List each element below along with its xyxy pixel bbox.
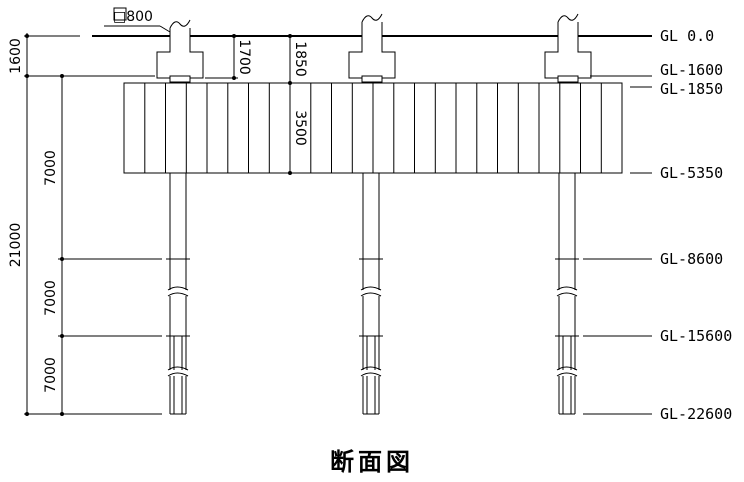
dim-slab-thickness: 3500 [292, 110, 308, 146]
dim-slab-top-depth: 1850 [292, 41, 308, 77]
dim-left-seg3: 7000 [43, 357, 59, 393]
level-label-gl22600: GL-22600 [660, 405, 732, 423]
level-label-gl1850: GL-1850 [660, 80, 723, 98]
level-label-gl1600: GL-1600 [660, 61, 723, 79]
dim-footing-depth: 1700 [236, 39, 252, 75]
pile-right [555, 173, 579, 415]
drawing-title: 断面図 [330, 448, 414, 476]
dim-left-seg2: 7000 [43, 280, 59, 316]
pile-left [166, 173, 190, 415]
inner-dimension-lines [205, 34, 292, 175]
level-label-gl5350: GL-5350 [660, 164, 723, 182]
dim-left-seg1: 7000 [43, 150, 59, 186]
level-label-gl8600: GL-8600 [660, 250, 723, 268]
level-label-gl0: GL 0.0 [660, 27, 714, 45]
column-middle [348, 13, 396, 83]
column-size-leader [104, 7, 171, 33]
dim-left-top: 1600 [8, 38, 24, 74]
level-lines [583, 75, 652, 415]
column-size-label: □800 [113, 9, 153, 25]
column-right [544, 13, 592, 83]
dim-left-total: 21000 [8, 223, 24, 268]
pile-middle [359, 173, 383, 415]
column-left [156, 19, 204, 83]
level-label-gl15600: GL-15600 [660, 327, 732, 345]
left-dimension-lines [24, 33, 162, 416]
